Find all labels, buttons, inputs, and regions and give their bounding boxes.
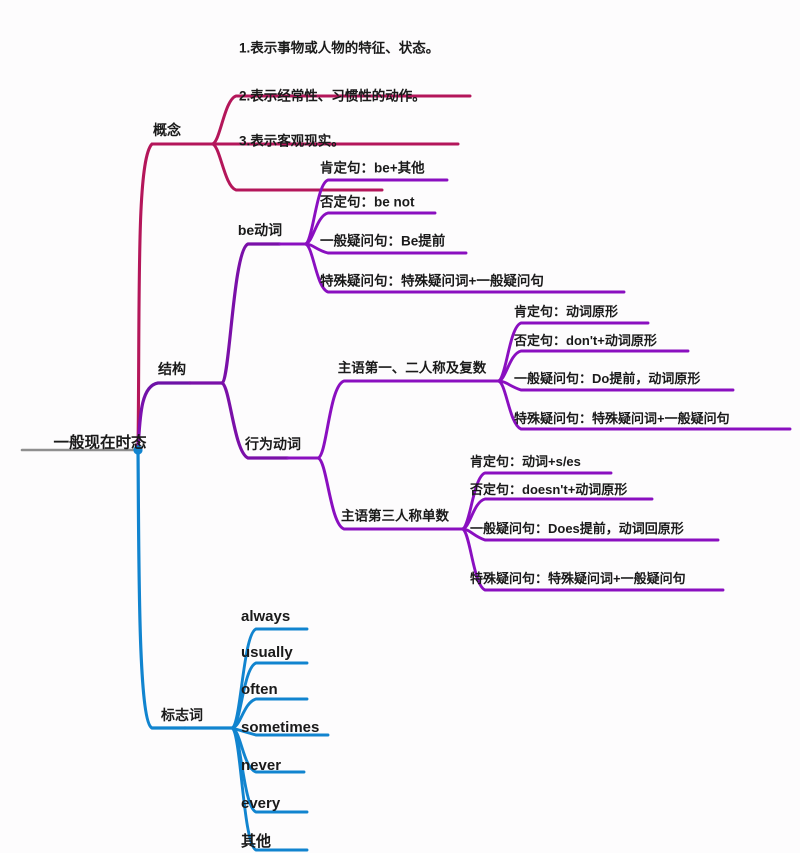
- node-structure[interactable]: 结构: [158, 361, 186, 377]
- edge-be-verb-children: [278, 178, 626, 294]
- node-signal-other[interactable]: 其他: [241, 833, 272, 850]
- edge-third-singular-children: [371, 471, 725, 592]
- node-be-verb-yesno-question[interactable]: 一般疑问句：Be提前: [320, 233, 446, 249]
- node-concept[interactable]: 概念: [153, 122, 181, 138]
- node-signal-every[interactable]: every: [241, 795, 281, 812]
- node-be-verb-negative[interactable]: 否定句：be not: [320, 194, 415, 210]
- node-first-second-plural[interactable]: 主语第一、二人称及复数: [337, 360, 487, 376]
- node-be-verb-affirmative[interactable]: 肯定句：be+其他: [320, 160, 425, 176]
- edge-first-second-plural-children: [371, 321, 792, 431]
- node-signal-always[interactable]: always: [241, 608, 291, 625]
- node-ts-affirmative[interactable]: 肯定句：动词+s/es: [470, 454, 581, 469]
- root-node-label[interactable]: 一般现在时态: [53, 434, 147, 452]
- node-concept-item-1[interactable]: 1.表示事物或人物的特征、状态。: [239, 40, 440, 56]
- edge-root-to-concept: [136, 94, 472, 452]
- node-signal-often[interactable]: often: [241, 681, 278, 698]
- node-signal-never[interactable]: never: [241, 757, 282, 774]
- edge-root-to-signal-words: [136, 448, 330, 852]
- node-ts-wh-question[interactable]: 特殊疑问句：特殊疑问词+一般疑问句: [470, 571, 686, 586]
- node-signal-sometimes[interactable]: sometimes: [241, 719, 320, 736]
- edge-root-to-structure: [136, 242, 290, 460]
- node-be-verb-wh-question[interactable]: 特殊疑问句：特殊疑问词+一般疑问句: [320, 273, 544, 289]
- node-fsp-negative[interactable]: 否定句：don't+动词原形: [514, 333, 657, 348]
- root-junction-dot: [133, 445, 143, 455]
- node-ts-negative[interactable]: 否定句：doesn't+动词原形: [470, 482, 628, 497]
- node-action-verb[interactable]: 行为动词: [245, 436, 301, 452]
- node-be-verb[interactable]: be动词: [237, 222, 283, 238]
- node-signal-usually[interactable]: usually: [241, 644, 293, 661]
- node-fsp-yesno-question[interactable]: 一般疑问句：Do提前，动词原形: [514, 371, 701, 386]
- node-fsp-affirmative[interactable]: 肯定句：动词原形: [514, 304, 619, 319]
- node-concept-item-2[interactable]: 2.表示经常性、习惯性的动作。: [239, 88, 426, 104]
- node-third-singular[interactable]: 主语第三人称单数: [341, 508, 449, 524]
- node-signal-words[interactable]: 标志词: [161, 707, 203, 723]
- edge-action-verb-children: [286, 379, 375, 531]
- node-ts-yesno-question[interactable]: 一般疑问句：Does提前，动词回原形: [470, 521, 684, 536]
- node-fsp-wh-question[interactable]: 特殊疑问句：特殊疑问词+一般疑问句: [514, 411, 730, 426]
- node-concept-item-3[interactable]: 3.表示客观现实。: [239, 133, 345, 149]
